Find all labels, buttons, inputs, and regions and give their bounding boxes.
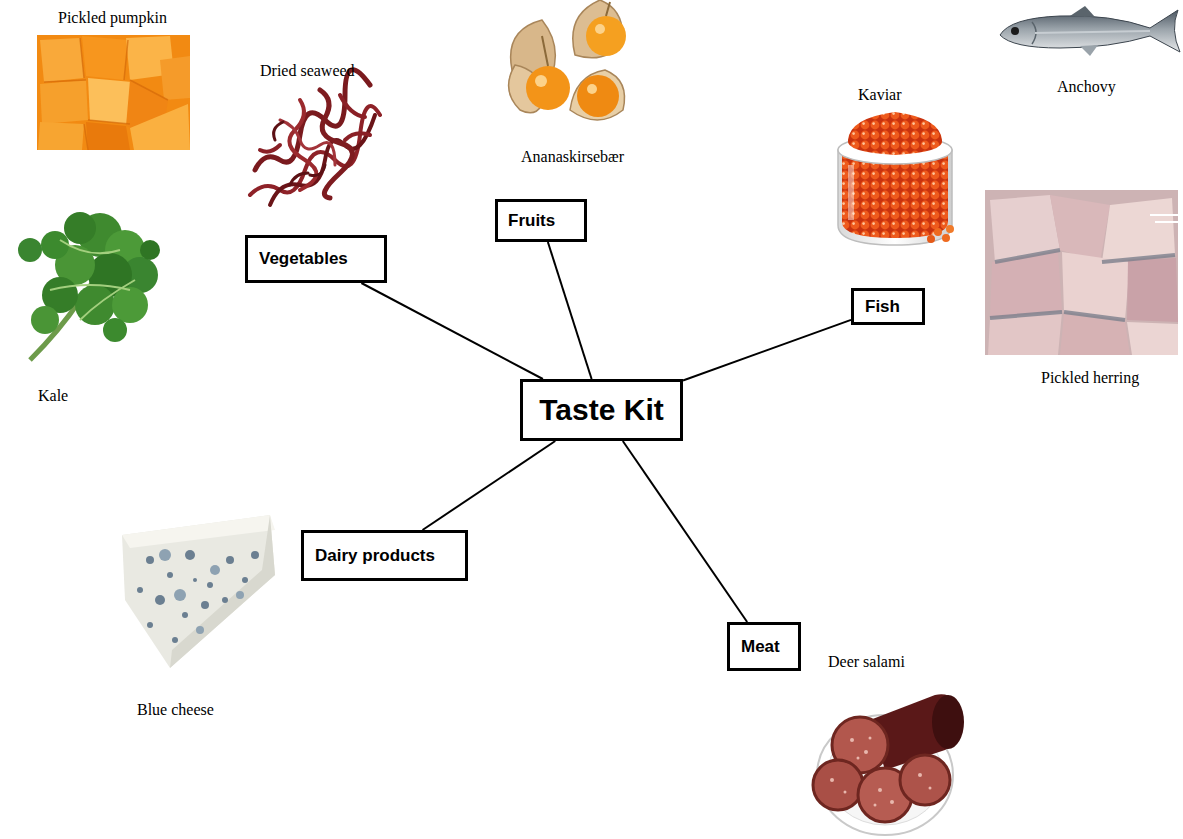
food-label-text: Ananaskirsebær — [521, 148, 624, 166]
food-label: Deer salami — [828, 653, 905, 671]
connector-line — [361, 283, 543, 379]
food-label: Ananaskirsebær — [521, 148, 624, 166]
connector-stroke — [683, 320, 851, 381]
anchovy-picture — [1000, 6, 1180, 56]
box-text: Fruits — [508, 211, 555, 231]
pickled-herring-picture — [985, 190, 1178, 355]
box-text: Fish — [865, 297, 900, 317]
caviar-jar-picture — [838, 112, 954, 245]
food-label: Anchovy — [1057, 78, 1116, 96]
deer-salami-picture — [813, 694, 964, 835]
food-label-text: Kaviar — [858, 86, 902, 104]
central-box: Taste Kit — [520, 379, 683, 441]
box-text: Vegetables — [259, 249, 348, 269]
connector-line — [623, 441, 747, 622]
dried-seaweed-picture — [250, 70, 380, 205]
category-box: Dairy products — [301, 530, 468, 581]
pickled-pumpkin-picture — [37, 35, 190, 150]
food-label: Pickled pumpkin — [58, 9, 167, 27]
food-label: Dried seaweed — [260, 62, 355, 80]
box-text: Meat — [741, 637, 780, 657]
category-box: Meat — [727, 622, 801, 671]
food-label: Blue cheese — [137, 701, 214, 719]
connector-line — [423, 441, 556, 530]
food-label: Pickled herring — [1041, 369, 1139, 387]
food-label-text: Anchovy — [1057, 78, 1116, 96]
connector-stroke — [361, 283, 543, 379]
food-label-text: Kale — [38, 387, 68, 405]
box-text: Taste Kit — [539, 393, 663, 427]
food-label-text: Pickled pumpkin — [58, 9, 167, 27]
connector-line — [683, 320, 851, 381]
connector-stroke — [548, 242, 592, 379]
connector-stroke — [423, 441, 556, 530]
blue-cheese-picture — [122, 515, 275, 668]
food-label-text: Blue cheese — [137, 701, 214, 719]
physalis-picture — [509, 0, 626, 120]
category-box: Fish — [851, 288, 925, 325]
category-box: Fruits — [495, 199, 587, 242]
box-text: Dairy products — [315, 546, 435, 566]
food-label: Kale — [38, 387, 68, 405]
food-label: Kaviar — [858, 86, 902, 104]
food-label-text: Dried seaweed — [260, 62, 355, 80]
connector-stroke — [623, 441, 747, 622]
connector-line — [548, 242, 592, 379]
food-label-text: Deer salami — [828, 653, 905, 671]
food-label-text: Pickled herring — [1041, 369, 1139, 387]
category-box: Vegetables — [245, 235, 387, 283]
kale-picture — [18, 212, 160, 360]
